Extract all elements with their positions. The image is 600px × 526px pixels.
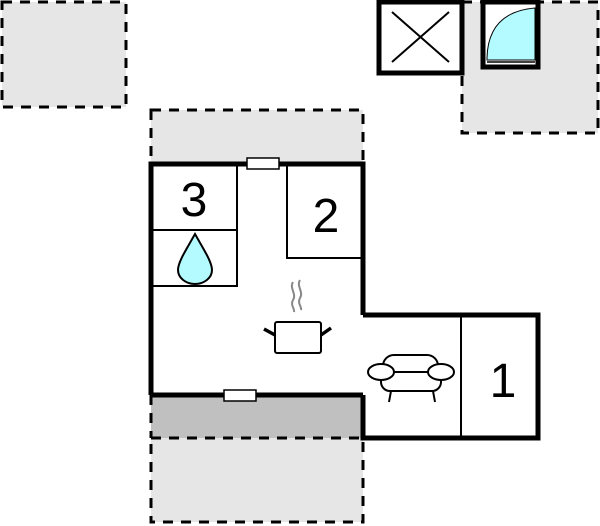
water-drop-icon: [176, 231, 214, 286]
room-label-1: 1: [490, 355, 517, 408]
outer-wall-wing: [360, 312, 541, 441]
door-swing-icon: [480, 0, 541, 70]
outdoor-area-top-left: [0, 0, 128, 109]
outdoor-area-top-center: [149, 108, 365, 166]
terrace: [151, 395, 363, 438]
room-label-2: 2: [313, 190, 340, 243]
window-bottom: [223, 389, 257, 402]
sofa-icon: [367, 354, 455, 403]
room-label-3: 3: [181, 174, 208, 227]
cooking-pot-icon: [263, 279, 333, 354]
cross-box-icon: [376, 0, 465, 76]
window-top: [246, 157, 280, 170]
outdoor-area-bottom: [149, 436, 365, 524]
